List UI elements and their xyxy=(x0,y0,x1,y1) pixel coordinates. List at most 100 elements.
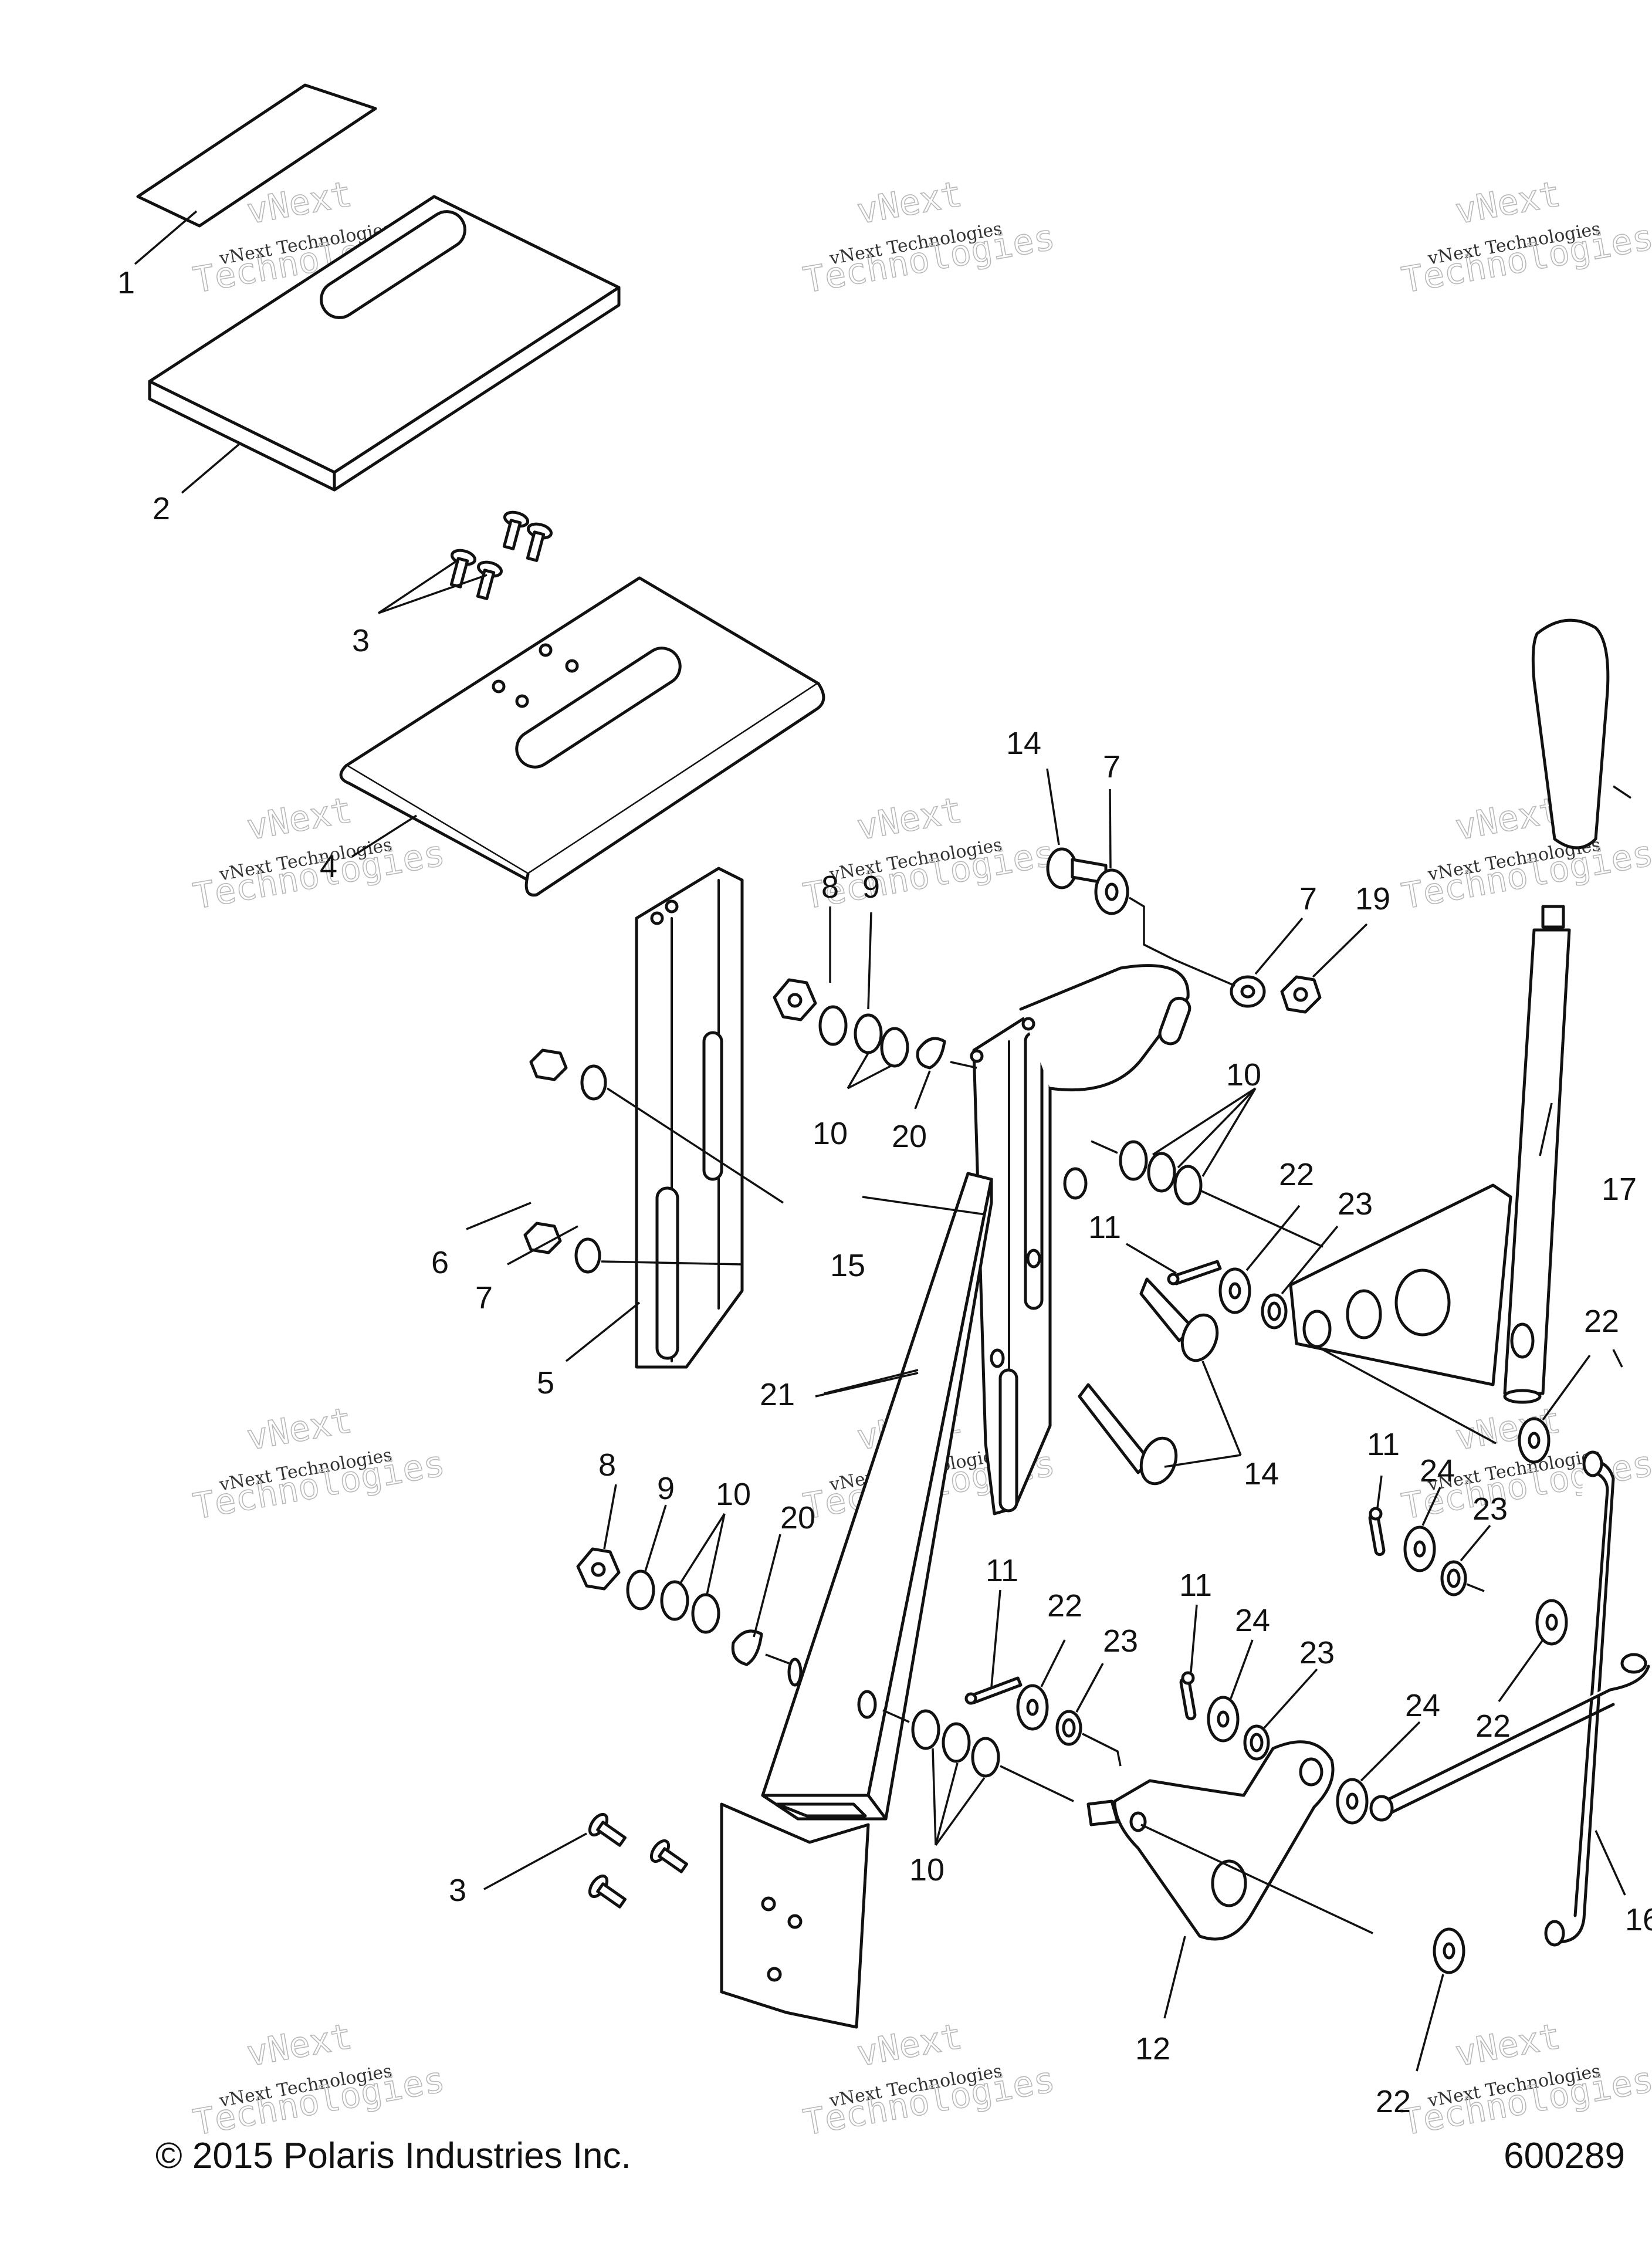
watermark-line1: vNext xyxy=(243,2016,355,2075)
watermark-line3: Technologies xyxy=(1399,833,1652,917)
part-11-pin-d xyxy=(1179,1671,1197,1721)
part-10-washers-lower xyxy=(660,1580,720,1634)
part-2-pad xyxy=(148,195,621,492)
part-8-nut-lower xyxy=(576,1547,621,1591)
part-20-spring-lower xyxy=(731,1629,790,1666)
callout-11-a: 11 xyxy=(1088,1210,1121,1245)
callout-leaders xyxy=(134,210,1631,2072)
part-12-bellcrank xyxy=(1086,1740,1373,1941)
part-3-screws-bottom xyxy=(588,1812,689,1909)
callout-5: 5 xyxy=(537,1365,554,1400)
part-9-washer-upper xyxy=(818,1005,848,1046)
part-4-plate xyxy=(339,576,825,897)
callout-15: 15 xyxy=(830,1248,865,1283)
watermark: vNext vNext Technologies Technologies xyxy=(1399,789,1652,918)
part-7-washers-left xyxy=(574,1064,784,1274)
part-23-bushing-d xyxy=(1243,1724,1270,1761)
callout-23-b: 23 xyxy=(1472,1491,1508,1527)
callout-9-upper: 9 xyxy=(862,870,880,905)
watermark-line1: vNext xyxy=(854,790,965,848)
callout-2: 2 xyxy=(153,491,170,526)
callout-8-lower: 8 xyxy=(598,1447,616,1483)
watermark-line1: vNext xyxy=(243,790,355,848)
part-23-bushing-c xyxy=(1055,1710,1122,1767)
watermark: vNext vNext Technologies Technologies xyxy=(800,173,1059,302)
part-19-locknut xyxy=(1280,975,1322,1014)
part-8-nut-upper xyxy=(773,978,817,1021)
callout-24-b: 24 xyxy=(1235,1603,1270,1638)
callout-10-right: 10 xyxy=(1226,1057,1261,1092)
callout-23-c: 23 xyxy=(1103,1623,1138,1659)
watermark-line1: vNext xyxy=(1452,790,1563,848)
watermark-line3: Technologies xyxy=(800,833,1058,917)
part-9-washer-lower xyxy=(626,1569,655,1611)
callout-23-a: 23 xyxy=(1338,1186,1373,1222)
part-22-washer-e xyxy=(1433,1927,1465,1974)
part-17-lever xyxy=(1289,618,1610,1445)
copyright-text: © 2015 Polaris Industries Inc. xyxy=(155,2136,631,2176)
callout-9-lower: 9 xyxy=(657,1471,675,1506)
callout-22-e: 22 xyxy=(1376,2084,1411,2119)
callout-10-upper: 10 xyxy=(813,1116,848,1151)
watermark-line1: vNext xyxy=(854,174,965,232)
callout-20-upper: 20 xyxy=(892,1119,927,1154)
watermark: vNext vNext Technologies Technologies xyxy=(190,2015,449,2144)
callout-labels: 1 2 3 4 5 6 7 7 7 8 9 10 20 14 19 10 22 … xyxy=(117,265,1652,2119)
callout-24-a: 24 xyxy=(1420,1453,1455,1489)
part-22-washer-b xyxy=(1518,1417,1551,1464)
watermark-line3: Technologies xyxy=(190,833,448,917)
part-5-channel xyxy=(635,867,744,1369)
callout-10-lower: 10 xyxy=(716,1477,751,1512)
callout-24-c: 24 xyxy=(1405,1688,1440,1723)
callout-6: 6 xyxy=(431,1245,449,1280)
watermark-line1: vNext xyxy=(1452,2016,1563,2075)
callout-14-top: 14 xyxy=(1006,726,1041,761)
watermark-line3: Technologies xyxy=(190,2059,448,2143)
callout-4: 4 xyxy=(320,849,337,884)
callout-22-d: 22 xyxy=(1475,1709,1511,1744)
part-22-washer-c xyxy=(1535,1599,1568,1646)
part-23-bushing-a xyxy=(1261,1293,1288,1330)
callout-10-bottom: 10 xyxy=(909,1852,945,1887)
callout-17: 17 xyxy=(1602,1172,1637,1207)
callout-16: 16 xyxy=(1625,1902,1652,1937)
callout-12: 12 xyxy=(1135,2031,1170,2066)
part-7-washers-top xyxy=(1094,868,1266,1008)
part-10-washers-right xyxy=(1091,1140,1323,1248)
watermark: vNext vNext Technologies Technologies xyxy=(1399,173,1652,302)
part-22-washer-d xyxy=(1016,1684,1049,1731)
part-11-pin-b xyxy=(1368,1507,1386,1557)
part-1-decal xyxy=(136,83,377,228)
callout-21: 21 xyxy=(760,1377,795,1412)
callout-20-lower: 20 xyxy=(780,1500,815,1535)
part-22-washer-a xyxy=(1218,1267,1251,1314)
callout-22-b: 22 xyxy=(1584,1304,1619,1339)
callout-14-bottom: 14 xyxy=(1244,1456,1279,1491)
part-11-pin-a xyxy=(1167,1260,1222,1286)
callout-11-c: 11 xyxy=(986,1553,1018,1588)
part-24-washer-c xyxy=(1336,1778,1369,1825)
part-21-mount xyxy=(720,1172,993,2029)
callout-7-left: 7 xyxy=(475,1280,493,1315)
watermark-line1: vNext xyxy=(243,1400,355,1459)
part-23-bushing-b xyxy=(1440,1560,1485,1596)
figure-number: 600289 xyxy=(1504,2136,1625,2176)
part-11-pin-c xyxy=(964,1676,1023,1705)
part-10-washers-bottom xyxy=(882,1709,1074,1802)
callout-11-b: 11 xyxy=(1367,1427,1400,1462)
part-14-pins-lower xyxy=(1078,1277,1219,1486)
watermark-line3: Technologies xyxy=(1399,2059,1652,2143)
part-24-washer-b xyxy=(1207,1696,1240,1743)
watermark-line1: vNext xyxy=(854,2016,965,2075)
part-20-spring-upper xyxy=(916,1037,977,1070)
callout-23-d: 23 xyxy=(1299,1635,1335,1670)
callout-22-c: 22 xyxy=(1047,1588,1082,1623)
callout-19: 19 xyxy=(1355,881,1390,916)
part-14-pin-top xyxy=(1046,847,1108,889)
part-3-screws-top xyxy=(449,510,553,600)
callout-7-top: 7 xyxy=(1103,749,1120,784)
part-10-washers-upper xyxy=(854,1013,909,1068)
callout-3-bottom: 3 xyxy=(449,1873,466,1908)
part-6-nuts-left xyxy=(523,1048,568,1254)
